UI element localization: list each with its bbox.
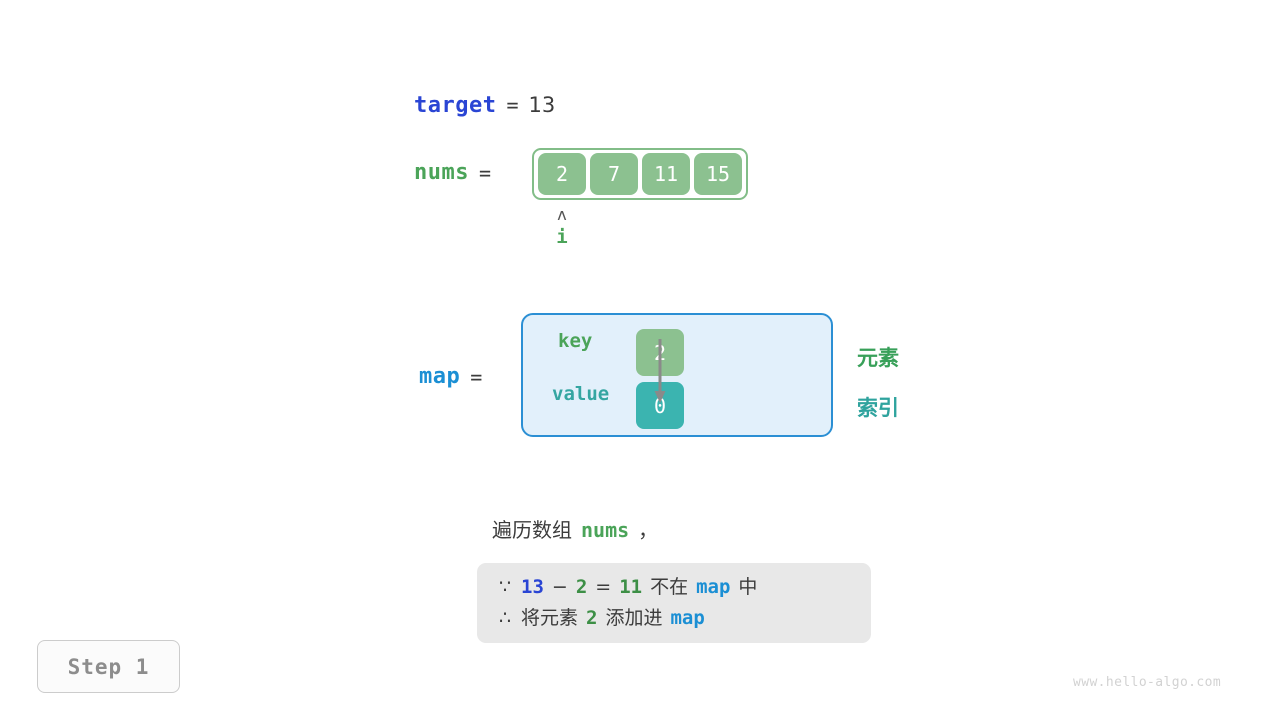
step-badge: Step 1 [37,640,180,693]
statement-map-code: map [696,576,731,598]
map-variable-name: map [419,364,461,389]
statement-complement-value: 11 [619,576,643,598]
array-cell: 15 [694,153,742,195]
array-cell: 7 [590,153,638,195]
index-pointer: ʌ i [543,206,581,250]
legend-index-label: 索引 [857,396,899,420]
caret-up-icon: ʌ [557,205,567,224]
therefore-symbol: ∴ [499,607,512,629]
map-equals-sign: = [470,364,483,389]
statement-target-value: 13 [521,576,544,598]
map-key-cell: 2 [636,329,684,376]
statement-added-element: 2 [586,607,598,629]
target-value: 13 [528,93,556,117]
array-cell: 11 [642,153,690,195]
statement-current-element: 2 [575,576,588,598]
watermark: www.hello-algo.com [1073,675,1222,690]
map-key-label: key [558,330,593,352]
caption-line: 遍历数组 nums ， [492,514,658,543]
statement-not-in-text: 不在 [650,576,689,598]
statement-line-2: ∴ 将元素 2 添加进 map [499,603,849,634]
statement-box: ∵ 13 − 2 = 11 不在 map 中 ∴ 将元素 2 添加进 map [477,563,871,643]
statement-add-suffix: 添加进 [605,607,663,629]
nums-variable-name: nums [414,160,469,185]
map-container: key value 2 0 [521,313,833,437]
target-variable-name: target [414,93,497,118]
map-value-label: value [552,383,610,405]
minus-operator: − [551,576,568,598]
statement-line-1: ∵ 13 − 2 = 11 不在 map 中 [499,572,849,603]
because-symbol: ∵ [499,576,512,598]
statement-map-code: map [670,607,705,629]
nums-declaration: nums = [414,160,491,185]
target-equals-sign: = [506,93,519,117]
index-pointer-label: i [556,226,568,248]
nums-array-container: 2 7 11 15 [532,148,748,200]
map-declaration: map = [419,364,482,389]
statement-in-text: 中 [738,576,758,598]
statement-add-prefix: 将元素 [521,607,579,629]
step-badge-label: Step 1 [67,654,150,679]
map-value-cell: 0 [636,382,684,429]
array-cell: 2 [538,153,586,195]
caption-punctuation: ， [638,518,659,542]
legend-element-label: 元素 [857,346,899,370]
nums-equals-sign: = [478,160,492,185]
target-declaration: target = 13 [414,93,555,118]
caption-text: 遍历数组 [492,518,572,542]
equals-operator: = [595,576,612,598]
caption-code-nums: nums [581,518,630,542]
